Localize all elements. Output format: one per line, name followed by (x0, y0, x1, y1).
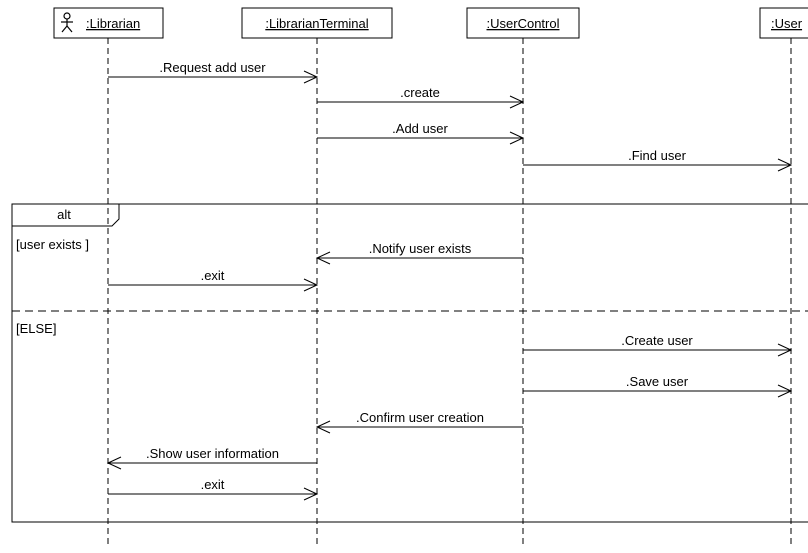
lifeline-box-user (759, 7, 808, 39)
open-arrowhead-icon (777, 343, 793, 357)
message-5: .Notify user exists (315, 241, 523, 265)
message-label: .exit (201, 477, 225, 492)
message-11: .exit (108, 477, 319, 501)
message-label: .Create user (621, 333, 693, 348)
alt-fragment-tab (12, 204, 120, 227)
messages-group: .Request add user .create .Add user .Find u… (106, 60, 793, 501)
message-8: .Save user (523, 374, 793, 398)
message-4: .Find user (523, 148, 793, 172)
lifeline-control: :UserControl (466, 7, 580, 548)
lifeline-name-librarian: :Librarian (86, 16, 140, 31)
message-2: .create (317, 85, 525, 109)
lifeline-box-terminal (241, 7, 393, 39)
guard-else: [ELSE] (16, 321, 56, 336)
open-arrowhead-icon (315, 420, 331, 434)
alt-operator-label: alt (57, 207, 71, 222)
alt-fragment: alt [user exists ] [ELSE] (11, 203, 808, 523)
open-arrowhead-icon (509, 95, 525, 109)
actor-icon (61, 12, 73, 33)
lifeline-librarian: :Librarian (53, 7, 164, 548)
message-label: .Request add user (159, 60, 266, 75)
open-arrowhead-icon (303, 70, 319, 84)
message-label: .Find user (628, 148, 686, 163)
message-1: .Request add user (108, 60, 319, 84)
open-arrowhead-icon (106, 456, 122, 470)
message-label: .exit (201, 268, 225, 283)
open-arrowhead-icon (303, 278, 319, 292)
message-9: .Confirm user creation (315, 410, 523, 434)
message-label: .Confirm user creation (356, 410, 484, 425)
lifeline-box-librarian (53, 7, 164, 39)
message-label: .Add user (392, 121, 448, 136)
alt-fragment-frame (11, 203, 808, 523)
lifeline-user: :User (759, 7, 808, 548)
open-arrowhead-icon (315, 251, 331, 265)
open-arrowhead-icon (303, 487, 319, 501)
open-arrowhead-icon (777, 158, 793, 172)
lifeline-name-control: :UserControl (487, 16, 560, 31)
message-10: .Show user information (106, 446, 317, 470)
lifeline-name-terminal: :LibrarianTerminal (265, 16, 368, 31)
open-arrowhead-icon (777, 384, 793, 398)
message-label: .Save user (626, 374, 689, 389)
message-7: .Create user (523, 333, 793, 357)
guard-user-exists: [user exists ] (16, 237, 89, 252)
open-arrowhead-icon (509, 131, 525, 145)
message-6: .exit (108, 268, 319, 292)
message-label: .create (400, 85, 440, 100)
message-label: .Notify user exists (369, 241, 472, 256)
lifeline-terminal: :LibrarianTerminal (241, 7, 393, 548)
lifeline-name-user: :User (771, 16, 803, 31)
message-label: .Show user information (146, 446, 279, 461)
message-3: .Add user (317, 121, 525, 145)
